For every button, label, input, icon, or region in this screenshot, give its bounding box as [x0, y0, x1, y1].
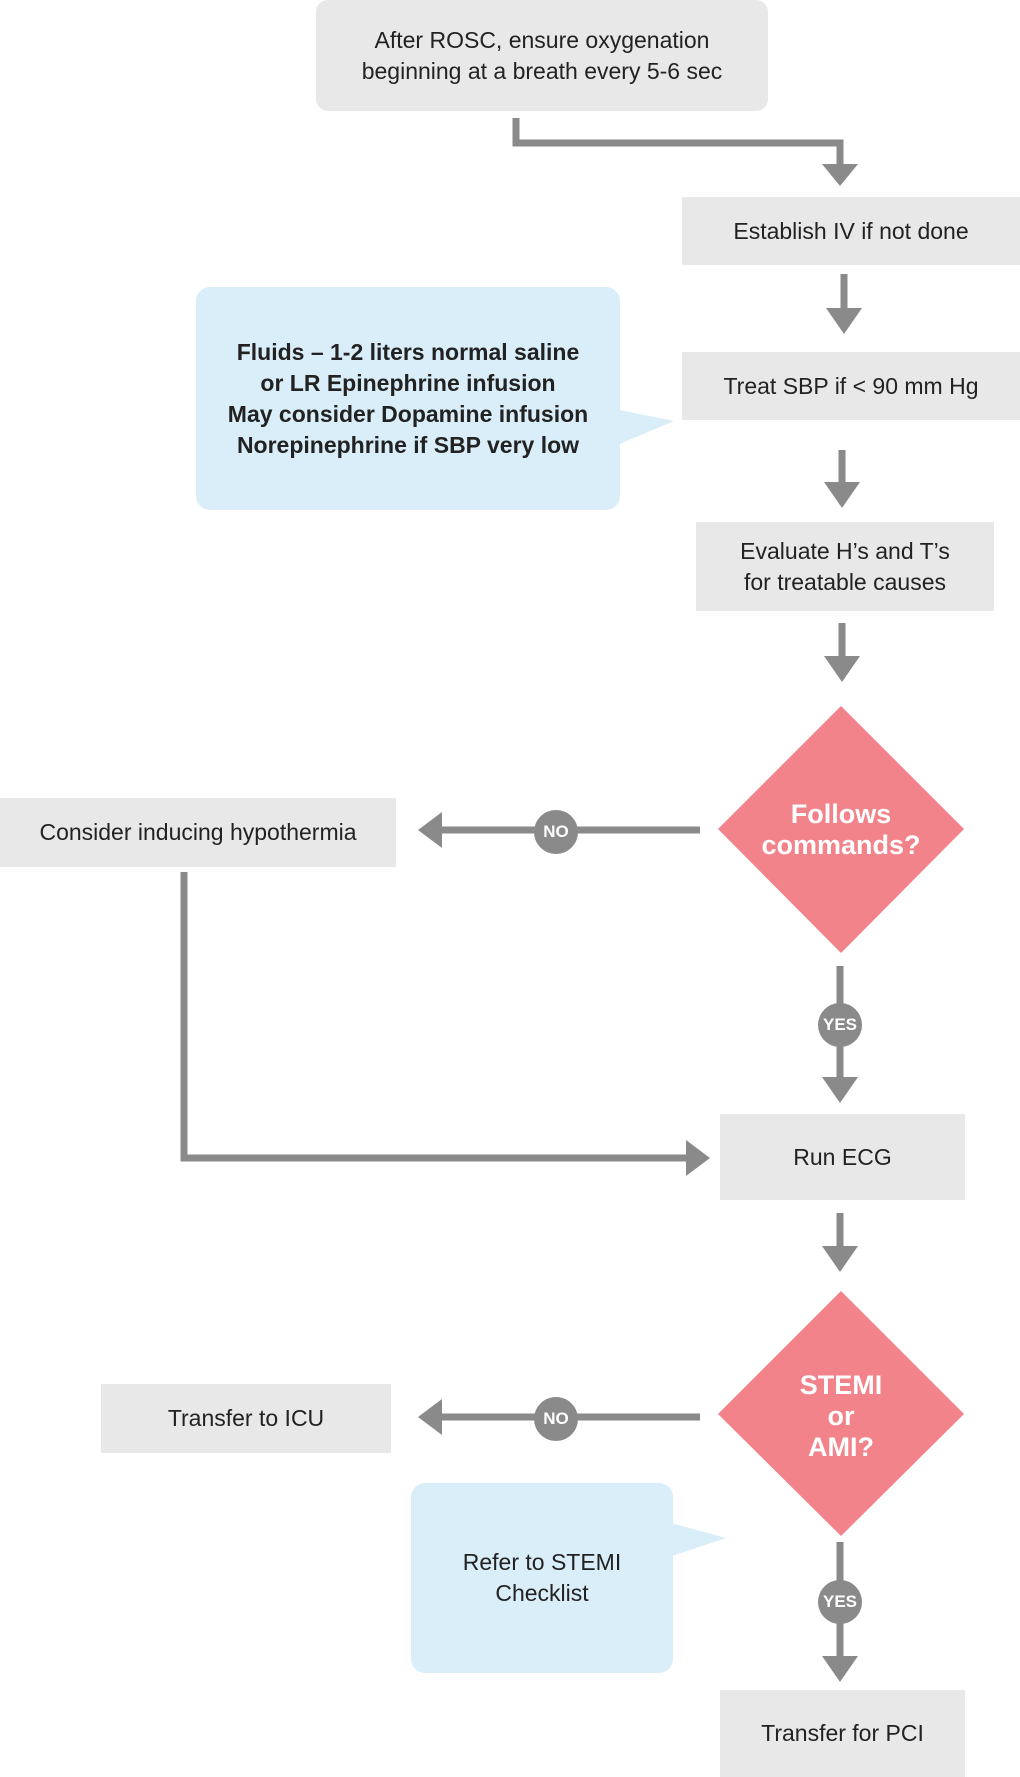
arrowhead-to-icu [418, 1399, 442, 1435]
step-evaluate-line2: for treatable causes [743, 568, 946, 595]
arrowhead-to-evaluate [824, 482, 860, 508]
decision-follows-commands: Follows commands? [733, 770, 949, 890]
step-consider-hypothermia: Consider inducing hypothermia [0, 798, 396, 867]
note-fluids: Fluids – 1-2 liters normal saline or LR … [196, 287, 620, 510]
decision-diamond-stemi-ami [718, 1291, 964, 1536]
arrowhead-to-decision2 [822, 1246, 858, 1272]
arrowhead-to-iv [822, 164, 858, 186]
tag-no-follows-commands: NO [534, 810, 578, 854]
arrowhead-to-sbp [826, 308, 862, 334]
decision-stemi-ami: STEMI or AMI? [733, 1356, 949, 1476]
note-stemi-checklist: Refer to STEMI Checklist [411, 1483, 673, 1673]
arrowhead-to-ecg [686, 1140, 710, 1176]
decision-follows-commands-line2: commands? [761, 830, 921, 860]
decision-stemi-ami-line1: STEMI [799, 1369, 883, 1400]
decision-follows-commands-line1: Follows [790, 799, 892, 829]
note-stemi-line1: Refer to STEMI [462, 1549, 622, 1575]
connector-oxygenation-to-iv [512, 118, 844, 172]
step-transfer-pci-label: Transfer for PCI [761, 1720, 924, 1746]
step-treat-sbp: Treat SBP if < 90 mm Hg [682, 352, 1020, 420]
arrowhead-to-pci [822, 1656, 858, 1682]
decision-diamond-follows-commands [718, 706, 964, 953]
step-transfer-pci: Transfer for PCI [720, 1690, 965, 1777]
step-ensure-oxygenation-line1: After ROSC, ensure oxygenation [374, 26, 710, 53]
arrowhead-to-hypothermia [418, 812, 442, 848]
decision-stemi-ami-line2: or [827, 1400, 855, 1431]
step-establish-iv-label: Establish IV if not done [733, 217, 969, 244]
callout-tail-stemi [660, 1520, 726, 1560]
note-fluids-line1: Fluids – 1-2 liters normal saline [236, 338, 580, 365]
step-run-ecg-label: Run ECG [793, 1143, 892, 1170]
tag-yes-stemi-ami: YES [818, 1580, 862, 1624]
arrowhead-yes1-to-ecg [822, 1077, 858, 1103]
step-transfer-icu: Transfer to ICU [101, 1384, 391, 1453]
tag-yes-follows-commands: YES [818, 1003, 862, 1047]
connector-hypothermia-to-ecg [180, 872, 688, 1162]
tag-no-stemi-ami: NO [534, 1397, 578, 1441]
arrowhead-to-decision1 [824, 656, 860, 682]
decision-stemi-ami-line3: AMI? [808, 1431, 874, 1462]
step-run-ecg: Run ECG [720, 1114, 965, 1200]
note-fluids-line2: or LR Epinephrine infusion [260, 369, 556, 396]
note-fluids-line3: May consider Dopamine infusion [227, 400, 589, 427]
step-evaluate-line1: Evaluate H’s and T’s [740, 537, 950, 564]
note-stemi-line2: Checklist [495, 1580, 589, 1606]
step-establish-iv: Establish IV if not done [682, 197, 1020, 265]
step-treat-sbp-label: Treat SBP if < 90 mm Hg [723, 372, 979, 399]
step-consider-hypothermia-label: Consider inducing hypothermia [39, 819, 357, 845]
note-fluids-line4: Norepinephrine if SBP very low [236, 431, 580, 458]
callout-tail-fluids [610, 408, 674, 448]
step-ensure-oxygenation-line2: beginning at a breath every 5-6 sec [361, 57, 723, 84]
step-ensure-oxygenation: After ROSC, ensure oxygenation beginning… [316, 0, 768, 111]
step-evaluate-causes: Evaluate H’s and T’s for treatable cause… [696, 522, 994, 611]
step-transfer-icu-label: Transfer to ICU [167, 1405, 325, 1431]
